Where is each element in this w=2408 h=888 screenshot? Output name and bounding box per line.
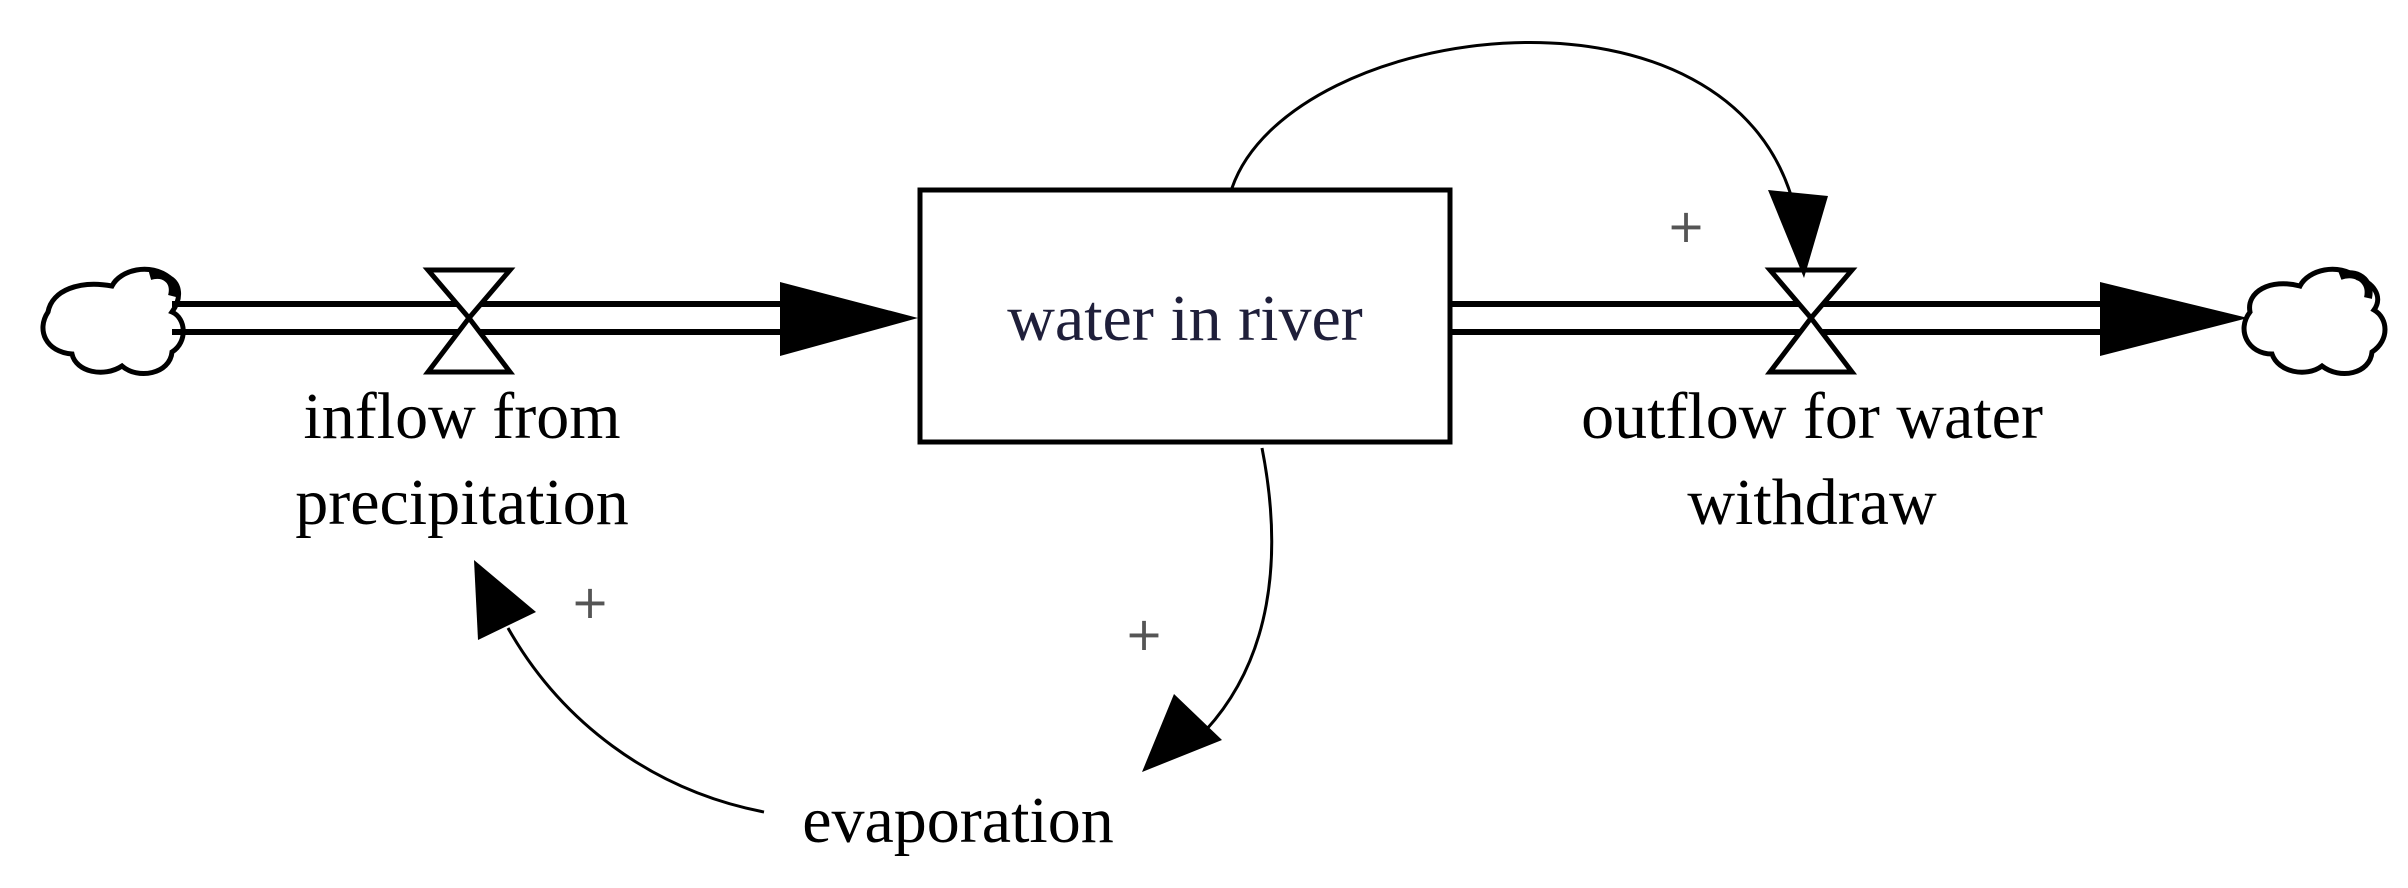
polarity-evaporation-to-inflow: +	[571, 575, 610, 629]
link-stock-to-evaporation	[1142, 447, 1274, 772]
inflow-label-line1: inflow from	[303, 380, 620, 453]
inflow-pipe	[172, 282, 918, 356]
polarity-stock-to-outflow: +	[1667, 199, 1706, 253]
source-cloud-icon	[40, 266, 186, 376]
evaporation-label: evaporation	[802, 784, 1114, 857]
outflow-pipe	[1452, 282, 2248, 356]
inflow-valve-icon	[422, 267, 516, 375]
inflow-label-line2: precipitation	[295, 466, 629, 539]
outflow-valve-icon	[1764, 267, 1858, 375]
outflow-label-line2: withdraw	[1687, 466, 1937, 539]
polarity-stock-to-evaporation: +	[1125, 607, 1164, 661]
stock-water-in-river: water in river	[917, 187, 1453, 445]
stock-label: water in river	[1007, 282, 1363, 355]
link-evaporation-to-inflow	[474, 560, 765, 814]
link-stock-to-outflow	[1230, 41, 1828, 278]
outflow-label-line1: outflow for water	[1581, 380, 2043, 453]
sink-cloud-icon	[2241, 266, 2388, 376]
